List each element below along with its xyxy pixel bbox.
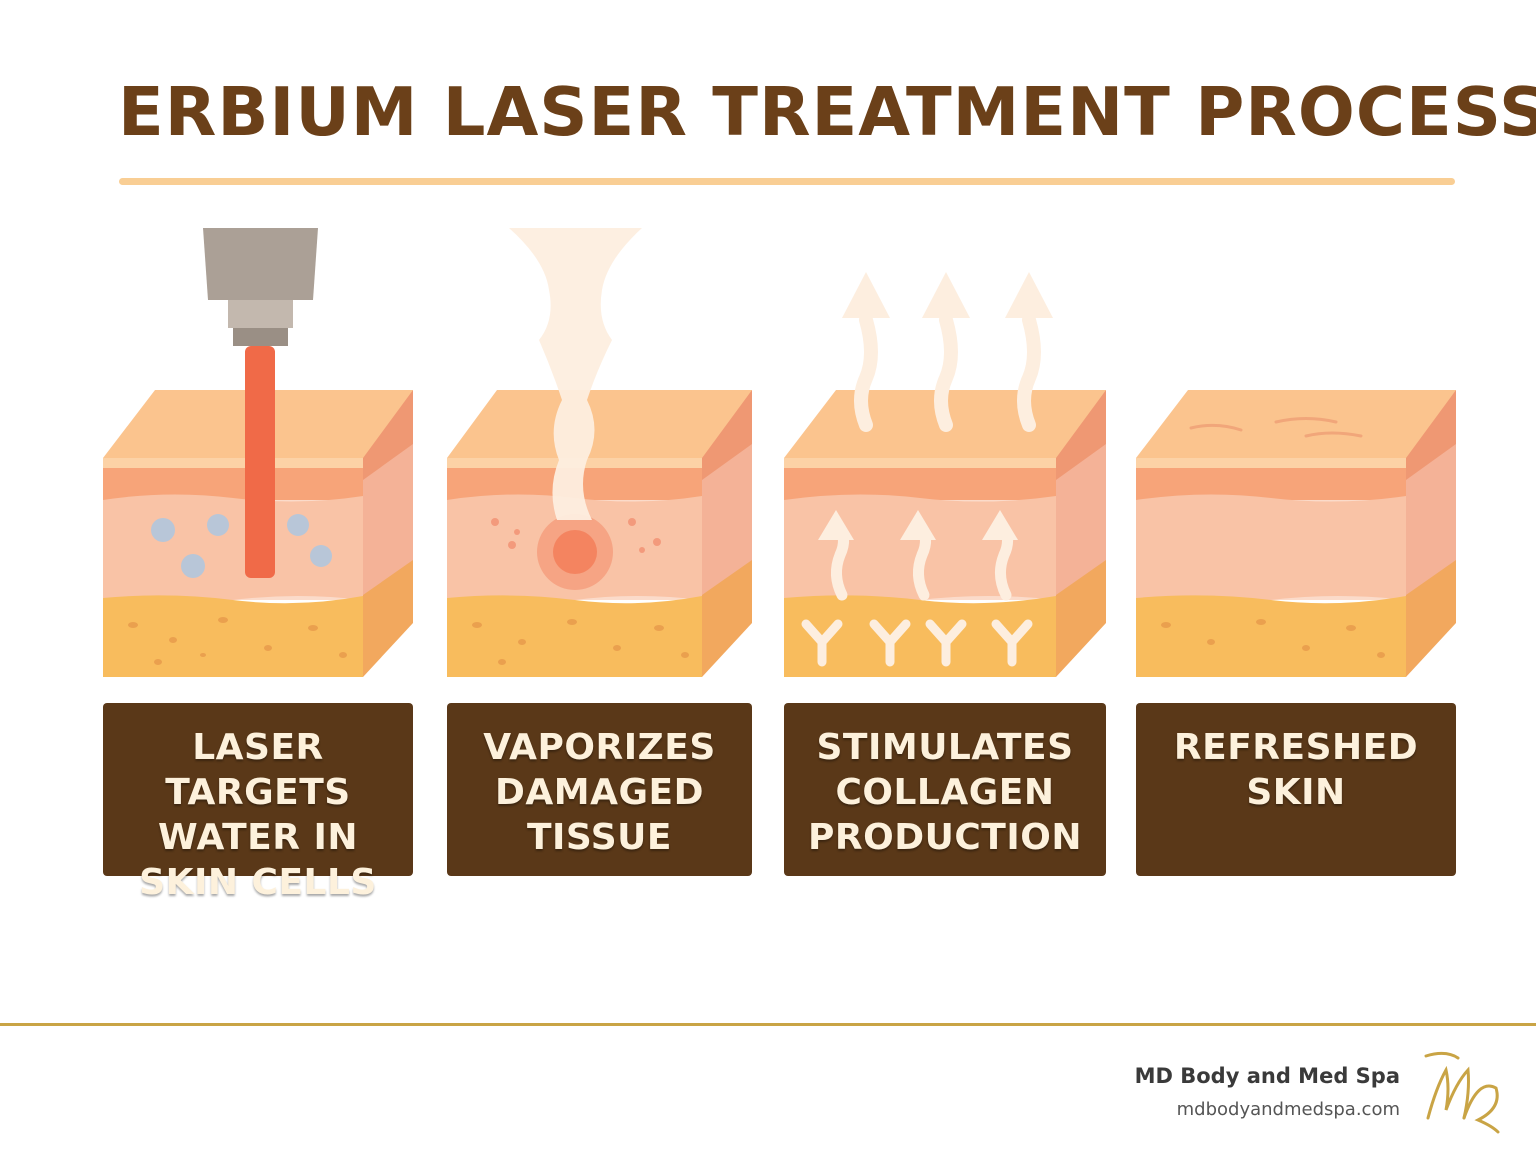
- brand-name: MD Body and Med Spa: [1134, 1064, 1400, 1088]
- step-4-caption: REFRESHED SKIN: [1136, 703, 1456, 876]
- step-4-caption-text: REFRESHED SKIN: [1173, 727, 1419, 813]
- skin-block-collagen-illustration: [784, 272, 1106, 677]
- skin-cross-section: [1136, 390, 1456, 677]
- water-droplet-icons: [151, 514, 332, 578]
- collagen-fiber-icons: [801, 619, 1033, 667]
- step-2-caption-text: VAPORIZES DAMAGED TISSUE: [483, 727, 716, 858]
- rising-arrow-icons: [854, 313, 1041, 432]
- laser-handpiece-icon: [203, 228, 318, 346]
- md-monogram-logo-icon: [1424, 1051, 1500, 1134]
- title-divider: [119, 178, 1455, 185]
- step-3-caption-text: STIMULATES COLLAGEN PRODUCTION: [808, 727, 1082, 858]
- step-2-caption: VAPORIZES DAMAGED TISSUE: [447, 703, 752, 876]
- step-1-caption: LASER TARGETS WATER IN SKIN CELLS: [103, 703, 413, 903]
- skin-block-refreshed-illustration: [1136, 390, 1456, 677]
- vapor-plume-icon: [509, 228, 642, 520]
- skin-block-vapor-illustration: [447, 228, 752, 677]
- footer-divider: [0, 1023, 1536, 1026]
- step-3-caption: STIMULATES COLLAGEN PRODUCTION: [784, 703, 1106, 876]
- page-title: ERBIUM LASER TREATMENT PROCESS: [118, 73, 1536, 151]
- brand-url[interactable]: mdbodyandmedspa.com: [1176, 1099, 1400, 1120]
- skin-block-laser-illustration: [103, 228, 413, 677]
- laser-beam-icon: [245, 346, 275, 578]
- step-1-caption-text: LASER TARGETS WATER IN SKIN CELLS: [139, 727, 377, 903]
